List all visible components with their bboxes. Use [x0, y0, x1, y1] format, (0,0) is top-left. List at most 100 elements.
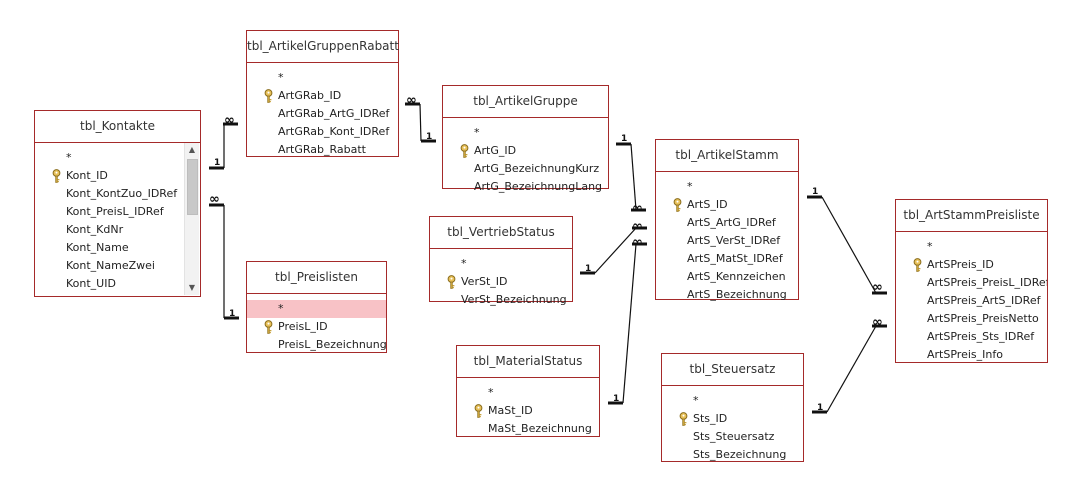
- field-row[interactable]: PreisL_Bezeichnung: [247, 336, 386, 354]
- all-fields-row[interactable]: *: [656, 178, 798, 196]
- field-name: Kont_Straße: [66, 295, 132, 297]
- field-row[interactable]: VerSt_Bezeichnung: [430, 291, 572, 309]
- field-row[interactable]: ArtSPreis_Info: [896, 346, 1047, 364]
- table-title[interactable]: tbl_Kontakte: [35, 111, 200, 143]
- field-name: *: [66, 151, 72, 164]
- relationship-line[interactable]: [821, 196, 877, 294]
- field-row[interactable]: ArtS_MatSt_IDRef: [656, 250, 798, 268]
- table-title[interactable]: tbl_VertriebStatus: [430, 217, 572, 249]
- table-title[interactable]: tbl_Preislisten: [247, 262, 386, 294]
- field-name: MaSt_Bezeichnung: [488, 422, 592, 435]
- field-row[interactable]: ArtS_VerSt_IDRef: [656, 232, 798, 250]
- primary-key-field[interactable]: ArtG_ID: [443, 142, 608, 160]
- cardinality-many-label: ∞: [632, 201, 643, 216]
- key-icon: [264, 89, 273, 103]
- table-title[interactable]: tbl_Steuersatz: [662, 354, 803, 386]
- all-fields-row[interactable]: *: [662, 392, 803, 410]
- field-row[interactable]: ArtSPreis_ArtS_IDRef: [896, 292, 1047, 310]
- field-row[interactable]: ArtGRab_Rabatt: [247, 141, 398, 159]
- table-title[interactable]: tbl_ArtikelGruppenRabatt: [247, 31, 399, 63]
- cardinality-one-label: 1: [613, 394, 619, 404]
- field-row[interactable]: Kont_Straße: [35, 293, 200, 297]
- field-name: ArtSPreis_ArtS_IDRef: [927, 294, 1041, 307]
- field-name: ArtS_Bezeichnung: [687, 288, 787, 301]
- field-row[interactable]: Kont_NameZwei: [35, 257, 200, 275]
- table-artgruppe[interactable]: tbl_ArtikelGruppe * ArtG_ID ArtG_Bezeichnun…: [442, 85, 609, 193]
- relationship-line[interactable]: [622, 243, 637, 404]
- scroll-down-arrow-icon[interactable]: ▼: [188, 283, 196, 292]
- field-row[interactable]: ArtGRab_Kont_IDRef: [247, 123, 398, 141]
- primary-key-field[interactable]: ArtSPreis_ID: [896, 256, 1047, 274]
- vertical-scrollbar[interactable]: ▲▼: [184, 143, 199, 295]
- field-name: *: [687, 180, 693, 193]
- all-fields-row[interactable]: *: [247, 69, 398, 87]
- table-title[interactable]: tbl_MaterialStatus: [457, 346, 599, 378]
- all-fields-row[interactable]: *: [443, 124, 608, 142]
- field-name: PreisL_ID: [278, 320, 328, 333]
- field-row[interactable]: Kont_Name: [35, 239, 200, 257]
- table-title[interactable]: tbl_ArtikelStamm: [656, 140, 798, 172]
- primary-key-field[interactable]: MaSt_ID: [457, 402, 599, 420]
- relationship-line[interactable]: [826, 325, 877, 413]
- scroll-thumb[interactable]: [187, 159, 198, 215]
- field-row[interactable]: Kont_UID: [35, 275, 200, 293]
- field-row[interactable]: ArtSPreis_PreisNetto: [896, 310, 1047, 328]
- field-row[interactable]: MaSt_Bezeichnung: [457, 420, 599, 438]
- field-name: ArtSPreis_ID: [927, 258, 994, 271]
- all-fields-row[interactable]: *: [896, 238, 1047, 256]
- field-name: ArtSPreis_Sts_IDRef: [927, 330, 1035, 343]
- table-material[interactable]: tbl_MaterialStatus *MaSt_ID MaSt_Bezeichnu…: [456, 345, 600, 437]
- field-row[interactable]: ArtG_BezeichnungLang: [443, 178, 608, 196]
- primary-key-field[interactable]: PreisL_ID: [247, 318, 386, 336]
- cardinality-one-label: 1: [426, 132, 432, 142]
- all-fields-row[interactable]: *: [457, 384, 599, 402]
- field-name: Kont_KdNr: [66, 223, 124, 236]
- table-preisliste[interactable]: tbl_ArtStammPreisliste * ArtSPreis_ID ArtSP…: [895, 199, 1048, 363]
- field-name: ArtS_MatSt_IDRef: [687, 252, 783, 265]
- cardinality-one-label: 1: [585, 264, 591, 274]
- field-name: Kont_UID: [66, 277, 116, 290]
- primary-key-field[interactable]: Sts_ID: [662, 410, 803, 428]
- field-row[interactable]: ArtS_Bezeichnung: [656, 286, 798, 304]
- field-row[interactable]: ArtGRab_ArtG_IDRef: [247, 105, 398, 123]
- field-row[interactable]: Sts_Steuersatz: [662, 428, 803, 446]
- field-row[interactable]: Sts_Bezeichnung: [662, 446, 803, 464]
- relationship-line[interactable]: [630, 143, 637, 211]
- field-row[interactable]: ArtSPreis_PreisL_IDRef: [896, 274, 1047, 292]
- all-fields-row[interactable]: *: [430, 255, 572, 273]
- table-preislisten[interactable]: tbl_Preislisten * PreisL_ID PreisL_Bezeichn…: [246, 261, 387, 353]
- table-title[interactable]: tbl_ArtikelGruppe: [443, 86, 608, 118]
- field-row[interactable]: Kont_PreisL_IDRef: [35, 203, 200, 221]
- field-name: *: [474, 126, 480, 139]
- field-name: *: [693, 394, 699, 407]
- field-name: Kont_PreisL_IDRef: [66, 205, 164, 218]
- scroll-up-arrow-icon[interactable]: ▲: [188, 145, 196, 154]
- all-fields-row[interactable]: *: [247, 300, 386, 318]
- primary-key-field[interactable]: VerSt_ID: [430, 273, 572, 291]
- field-row[interactable]: Kont_KontZuo_IDRef: [35, 185, 200, 203]
- field-row[interactable]: ArtS_Kennzeichen: [656, 268, 798, 286]
- relationship-line[interactable]: [419, 103, 422, 142]
- all-fields-row[interactable]: *: [35, 149, 200, 167]
- field-row[interactable]: ArtG_BezeichnungKurz: [443, 160, 608, 178]
- primary-key-field[interactable]: ArtGRab_ID: [247, 87, 398, 105]
- primary-key-field[interactable]: Kont_ID: [35, 167, 200, 185]
- field-name: Sts_ID: [693, 412, 728, 425]
- cardinality-many-label: ∞: [632, 219, 643, 234]
- relationship-line[interactable]: [594, 227, 637, 274]
- field-name: ArtG_BezeichnungKurz: [474, 162, 600, 175]
- field-row[interactable]: ArtS_ArtG_IDRef: [656, 214, 798, 232]
- field-row[interactable]: ArtSPreis_Sts_IDRef: [896, 328, 1047, 346]
- field-name: ArtSPreis_Info: [927, 348, 1003, 361]
- field-row[interactable]: Kont_KdNr: [35, 221, 200, 239]
- key-icon: [474, 404, 483, 418]
- primary-key-field[interactable]: ArtS_ID: [656, 196, 798, 214]
- table-title[interactable]: tbl_ArtStammPreisliste: [896, 200, 1047, 232]
